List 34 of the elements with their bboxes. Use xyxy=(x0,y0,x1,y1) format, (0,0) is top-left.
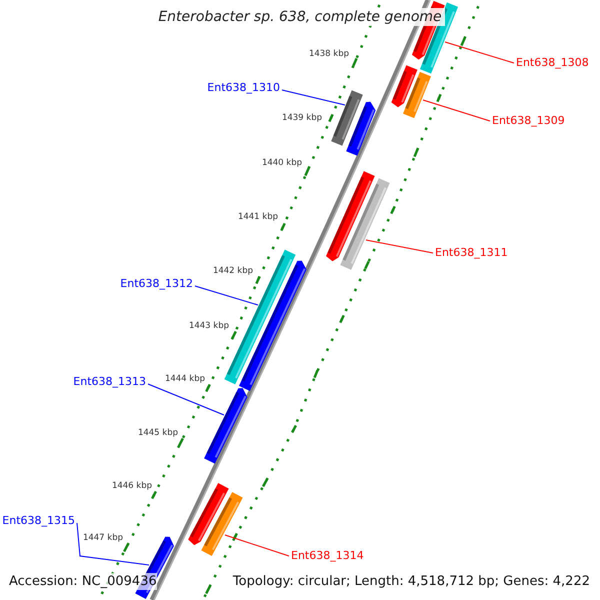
scale-label: 1446 kbp xyxy=(112,481,152,491)
scale-label: 1447 kbp xyxy=(82,533,123,543)
scale-label: 1438 kbp xyxy=(308,49,349,59)
gene-feature xyxy=(201,492,243,556)
leader-line xyxy=(282,90,346,106)
gene-label: Ent638_1308 xyxy=(516,56,589,70)
scale-label: 1440 kbp xyxy=(262,158,302,168)
scale-label: 1439 kbp xyxy=(282,113,322,123)
gene-label: Ent638_1310 xyxy=(207,81,280,95)
leader-line xyxy=(76,522,150,566)
gene-feature xyxy=(340,178,390,270)
gene-feature xyxy=(403,72,431,118)
scale-label: 1442 kbp xyxy=(212,266,253,276)
gene-label: Ent638_1313 xyxy=(73,375,146,389)
scale-label: 1445 kbp xyxy=(138,428,178,438)
gene-label: Ent638_1312 xyxy=(120,277,193,291)
leader-line xyxy=(148,384,224,416)
leader-line xyxy=(366,240,434,254)
gene-label: Ent638_1315 xyxy=(2,514,75,528)
scale-label: 1441 kbp xyxy=(238,212,278,222)
gene-feature-pointed xyxy=(204,388,248,464)
accession-text: Accession: NC_009436 xyxy=(9,573,157,590)
leader-line xyxy=(444,42,514,64)
gene-feature-pointed xyxy=(346,102,376,156)
gene-label: Ent638_1309 xyxy=(492,114,565,128)
genome-summary: Topology: circular; Length: 4,518,712 bp; Genes: 4,222 xyxy=(232,573,590,590)
leader-line xyxy=(224,534,290,556)
gene-feature-pointed xyxy=(238,260,306,391)
gene-label: Ent638_1311 xyxy=(435,246,508,260)
scale-label: 1444 kbp xyxy=(164,374,205,384)
leader-line xyxy=(422,100,490,122)
gene-label: Ent638_1314 xyxy=(291,549,364,563)
leader-line xyxy=(194,286,258,306)
scale-label: 1443 kbp xyxy=(188,321,229,331)
